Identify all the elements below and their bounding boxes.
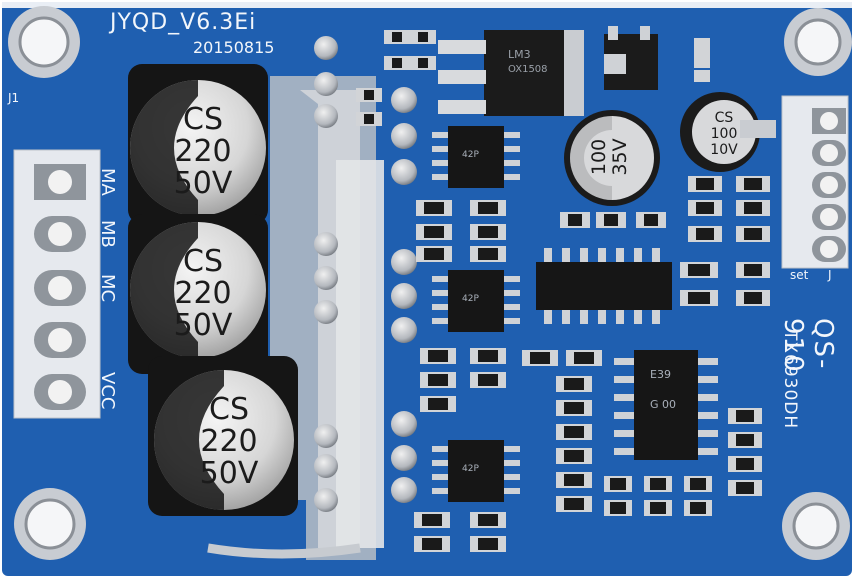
board-date: 20150815 bbox=[193, 38, 275, 57]
driver-ic-3 bbox=[432, 440, 520, 502]
cap2-voltage: 50V bbox=[173, 308, 233, 343]
connector-pads bbox=[34, 164, 86, 410]
capacitor-100uf-10v bbox=[680, 92, 776, 172]
pin-label-vcc: VCC bbox=[97, 372, 118, 410]
wire-jumper bbox=[207, 543, 361, 559]
capacitor-100uf-35v bbox=[564, 110, 660, 206]
ic3-marking: 42P bbox=[462, 464, 479, 474]
cap1-label: CS 220 50V bbox=[168, 104, 238, 200]
cap-small-voltage: 10V bbox=[710, 142, 738, 158]
voltage-regulator bbox=[438, 30, 584, 116]
pin-label-mb: MB bbox=[97, 220, 118, 248]
logic-ic bbox=[536, 248, 672, 324]
cap-mid-value: 100 bbox=[588, 138, 610, 176]
cap-small-value: 100 bbox=[710, 126, 738, 142]
ic2-marking: 42P bbox=[462, 294, 479, 304]
cap3-brand: CS bbox=[209, 392, 249, 427]
board-title: JYQD_V6.3Ei bbox=[110, 10, 256, 35]
cap2-label: CS 220 50V bbox=[168, 246, 238, 342]
mount-hole-top-right bbox=[784, 8, 852, 76]
large-capacitors bbox=[128, 64, 298, 516]
right-connector-pads bbox=[812, 108, 846, 262]
cap-small-brand: CS bbox=[714, 110, 734, 126]
set-label: set bbox=[790, 268, 809, 282]
controller-ic bbox=[614, 350, 718, 460]
cap1-value: 220 bbox=[174, 134, 232, 169]
cap1-voltage: 50V bbox=[173, 166, 233, 201]
smd-components bbox=[356, 30, 770, 552]
cap1-brand: CS bbox=[183, 102, 223, 137]
chip-code-label: TX6930DH bbox=[780, 330, 800, 430]
mount-hole-bottom-left bbox=[14, 488, 86, 560]
driver-ic-1 bbox=[432, 126, 520, 188]
regulator-line1: LM3 bbox=[508, 48, 531, 61]
solder-blob bbox=[336, 160, 384, 548]
mount-hole-bottom-right bbox=[782, 492, 850, 560]
board-title-main: JYQD_V6.3E bbox=[110, 10, 250, 35]
pin-label-ma: MA bbox=[97, 168, 118, 196]
regulator-line2: OX1508 bbox=[508, 64, 548, 75]
cap-small-label: CS 100 10V bbox=[706, 110, 742, 158]
cap3-voltage: 50V bbox=[199, 456, 259, 491]
controller-marking-2: E39 bbox=[650, 368, 671, 381]
controller-marking-1: G 00 bbox=[650, 398, 677, 411]
board-title-suffix: i bbox=[249, 10, 257, 35]
cap2-brand: CS bbox=[183, 244, 223, 279]
cap2-value: 220 bbox=[174, 276, 232, 311]
cap3-label: CS 220 50V bbox=[194, 394, 264, 490]
driver-ic-2 bbox=[432, 270, 520, 332]
ic1-marking: 42P bbox=[462, 150, 479, 160]
pin-label-mc: MC bbox=[97, 274, 118, 303]
cap-mid-label: 100 35V bbox=[588, 125, 631, 189]
mount-hole-top-left bbox=[8, 6, 80, 78]
connector-label: J1 bbox=[8, 91, 20, 105]
cap-mid-voltage: 35V bbox=[609, 138, 631, 176]
vias bbox=[314, 36, 417, 512]
cap3-value: 220 bbox=[200, 424, 258, 459]
j-label: J bbox=[828, 268, 832, 282]
